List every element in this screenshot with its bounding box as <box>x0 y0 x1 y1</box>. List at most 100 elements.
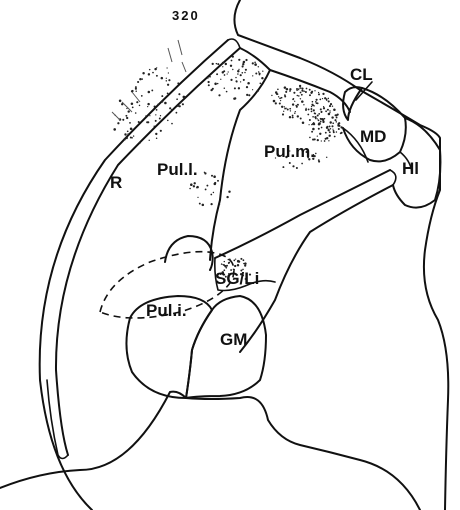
stipple-dot <box>252 89 253 90</box>
stipple-dot <box>284 95 286 97</box>
diagonal-boundary-2 <box>240 185 393 352</box>
hatch-mark <box>112 112 120 120</box>
stipple-dot <box>223 70 225 72</box>
stipple-dot <box>315 118 316 119</box>
stipple-dot <box>337 114 339 116</box>
label-sg-li: SG/Li <box>215 269 259 288</box>
stipple-dot <box>243 263 244 264</box>
stipple-dot <box>318 159 320 161</box>
stipple-dot <box>124 133 126 135</box>
label-gm: GM <box>220 330 247 349</box>
stipple-dot <box>329 135 331 137</box>
stipple-dot <box>332 122 334 124</box>
stipple-dot <box>206 185 208 187</box>
stipple-dot <box>209 76 211 78</box>
label-pul-i: Pul.i. <box>146 301 187 320</box>
stipple-dot <box>308 124 309 125</box>
stipple-dot <box>300 118 302 120</box>
stipple-dot <box>155 114 156 115</box>
stipple-dot <box>129 122 131 124</box>
stipple-dot <box>292 115 294 117</box>
stipple-dot <box>319 133 321 135</box>
stipple-dot <box>329 125 331 127</box>
stipple-dot <box>323 120 324 121</box>
stipple-dot <box>182 103 184 105</box>
stipple-dot <box>228 262 230 264</box>
stipple-dot <box>279 102 281 104</box>
stipple-dot <box>320 118 322 120</box>
stipple-dot <box>322 93 324 95</box>
stipple-dot <box>279 97 281 99</box>
stipple-dot <box>176 112 178 114</box>
pul-l-region-outline <box>210 48 270 260</box>
stipple-dot <box>289 108 291 110</box>
stipple-dot <box>340 132 342 134</box>
stipple-dot <box>139 105 141 107</box>
stipple-dot <box>281 106 283 108</box>
stipple-dot <box>326 157 327 158</box>
stipple-dot <box>258 66 259 67</box>
stipple-dot <box>310 92 312 94</box>
label-md: MD <box>360 127 386 146</box>
stipple-dot <box>325 132 327 134</box>
stipple-dot <box>235 77 236 78</box>
stipple-dot <box>299 85 301 87</box>
stipple-dot <box>245 59 247 61</box>
label-hi: Hl <box>402 159 419 178</box>
stipple-dot <box>320 108 322 110</box>
stipple-dot <box>235 258 236 259</box>
stipple-dot <box>318 119 320 121</box>
stipple-dot <box>216 73 218 75</box>
stipple-dot <box>325 110 327 112</box>
stipple-dot <box>135 90 136 91</box>
stipple-dot <box>168 72 169 73</box>
stipple-dot <box>257 90 259 92</box>
stipple-dot <box>292 165 294 167</box>
stipple-dot <box>298 95 300 97</box>
stipple-dot <box>292 103 294 105</box>
stipple-dot <box>301 163 303 165</box>
stipple-dot <box>130 128 133 131</box>
stipple-dot <box>309 94 311 96</box>
stipple-dot <box>220 79 221 80</box>
hatch-mark <box>178 40 182 55</box>
stipple-dot <box>295 105 297 107</box>
stipple-dot <box>289 116 291 118</box>
stipple-dot <box>310 108 312 110</box>
stipple-dot <box>309 119 311 121</box>
hatch-mark <box>182 62 186 72</box>
stipple-dot <box>230 79 232 81</box>
stipple-dot <box>275 102 277 104</box>
stipple-dot <box>302 121 305 124</box>
stipple-dot <box>330 103 332 105</box>
stipple-dot <box>214 183 217 186</box>
stipple-dot <box>126 117 128 119</box>
stipple-dot <box>320 121 322 123</box>
stipple-dot <box>238 69 239 70</box>
stipple-dot <box>238 87 240 89</box>
stipple-dot <box>166 80 167 81</box>
stipple-dot <box>232 69 233 70</box>
stipple-dot <box>125 137 128 140</box>
stipple-dot <box>323 106 324 107</box>
stipple-dot <box>329 112 330 113</box>
stipple-dot <box>149 115 150 116</box>
stipple-dot <box>237 70 239 72</box>
stipple-dot <box>303 104 304 105</box>
stipple-dot <box>331 125 333 127</box>
stipple-dot <box>318 113 320 115</box>
stipple-dot <box>183 96 186 99</box>
stipple-dot <box>155 133 157 135</box>
stipple-dot <box>190 183 193 186</box>
stipple-dot <box>324 140 326 142</box>
stipple-dot <box>166 67 167 68</box>
stipple-dot <box>338 128 340 130</box>
stipple-dot <box>312 139 314 141</box>
stipple-dot <box>338 122 340 124</box>
label-cl: CL <box>350 65 373 84</box>
stipple-dot <box>328 140 329 141</box>
stipple-dot <box>322 98 323 99</box>
stipple-dot <box>252 62 254 64</box>
stipple-dot <box>219 204 221 206</box>
label-pul-l: Pul.l. <box>157 160 198 179</box>
